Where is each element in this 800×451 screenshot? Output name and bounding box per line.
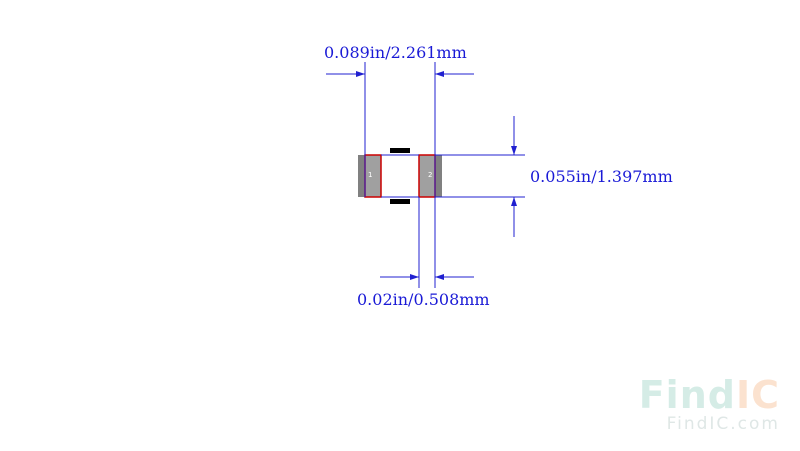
polarity-mark-bottom: [390, 199, 410, 204]
arrowheads: [356, 71, 517, 280]
pad-1-number: 1: [368, 171, 373, 179]
watermark-brand-find: Find: [638, 373, 736, 417]
arrow-total-left: [356, 71, 365, 77]
arrow-pad-right: [435, 274, 444, 280]
pad-2-number: 2: [428, 171, 433, 179]
polarity-mark-top: [390, 148, 410, 153]
watermark-logo: FindIC: [639, 376, 780, 414]
dimension-height: 0.055in/1.397mm: [530, 167, 673, 186]
component-body-right: [434, 155, 442, 197]
arrow-height-bottom: [511, 197, 517, 206]
watermark-brand-ic: IC: [735, 373, 780, 417]
watermark-url: FindIC.com: [666, 414, 780, 434]
dimension-total-length: 0.089in/2.261mm: [324, 43, 467, 62]
dimension-pad-width: 0.02in/0.508mm: [357, 290, 490, 309]
pad-2: [418, 154, 436, 198]
arrow-pad-left: [410, 274, 419, 280]
arrow-total-right: [435, 71, 444, 77]
component-body-left: [358, 155, 366, 197]
findic-watermark: FindIC FindIC.com: [639, 376, 780, 433]
arrow-height-top: [511, 146, 517, 155]
